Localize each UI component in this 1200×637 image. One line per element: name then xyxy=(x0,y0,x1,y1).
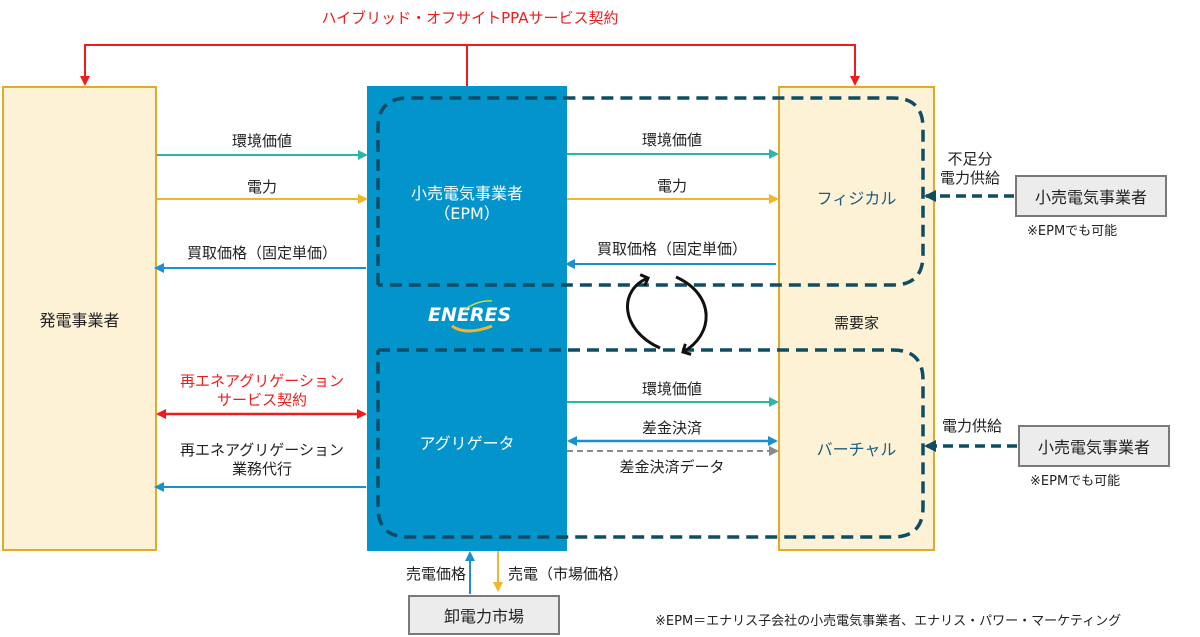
label-re-agg-service-line1: 再エネアグリゲーション xyxy=(180,441,344,459)
retailer-epm-line2: （EPM） xyxy=(434,204,500,223)
retailer-box-bottom: 小売電気事業者 xyxy=(1018,425,1170,467)
generator-label: 発電事業者 xyxy=(39,310,120,330)
label-env-value-right-bottom: 環境価値 xyxy=(641,380,702,398)
retailer-box-bottom-label: 小売電気事業者 xyxy=(1037,438,1150,457)
label-re-agg-contract: 再エネアグリゲーション サービス契約 xyxy=(157,372,367,410)
label-re-agg-contract-line2: サービス契約 xyxy=(216,391,307,409)
physical-label: フィジカル xyxy=(816,189,897,208)
eneres-logo-underswoosh xyxy=(451,324,493,333)
label-sell-price: 売電価格 xyxy=(405,565,466,583)
contract-bracket xyxy=(80,44,860,86)
label-env-value-right-top: 環境価値 xyxy=(641,131,702,149)
retailer-box-top: 小売電気事業者 xyxy=(1015,175,1167,217)
eneres-logo: ENERES xyxy=(428,300,512,333)
retailer-box-top-label: 小売電気事業者 xyxy=(1034,188,1147,207)
generator-box: 発電事業者 xyxy=(2,86,157,551)
label-env-value-left: 環境価値 xyxy=(231,132,292,150)
consumer-box xyxy=(778,86,935,551)
retailer-epm-label: 小売電気事業者 （EPM） xyxy=(367,184,567,224)
wholesale-market-box: 卸電力市場 xyxy=(408,595,560,635)
footnote: ※EPM＝エナリス子会社の小売電気事業者、エナリス・パワー・マーケティング xyxy=(655,614,1122,629)
label-shortage-supply-line2: 電力供給 xyxy=(939,169,1000,187)
virtual-label: バーチャル xyxy=(816,440,897,459)
label-purchase-price-right: 買取価格（固定単価） xyxy=(596,240,747,258)
eneres-logo-text: ENERES xyxy=(428,304,512,326)
eneres-logo-swoosh xyxy=(463,300,493,311)
label-purchase-price-left: 買取価格（固定単価） xyxy=(186,244,337,262)
label-re-agg-service: 再エネアグリゲーション 業務代行 xyxy=(157,441,367,479)
virtual-outline xyxy=(376,348,925,539)
label-power-supply: 電力供給 xyxy=(941,417,1002,435)
cycle-arrow-left xyxy=(625,278,661,350)
ppa-contract-title: ハイブリッド・オフサイトPPAサービス契約 xyxy=(321,9,619,27)
label-shortage-supply-line1: 不足分 xyxy=(947,150,993,168)
consumer-label: 需要家 xyxy=(833,314,879,332)
cycle-arrow-right xyxy=(675,275,708,352)
epm-possible-note-top: ※EPMでも可能 xyxy=(1027,224,1118,239)
epm-possible-note-bottom: ※EPMでも可能 xyxy=(1030,474,1121,489)
wholesale-market-label: 卸電力市場 xyxy=(443,607,524,626)
label-re-agg-contract-line1: 再エネアグリゲーション xyxy=(180,372,344,390)
retailer-epm-line1: 小売電気事業者 xyxy=(410,184,523,203)
label-shortage-supply: 不足分 電力供給 xyxy=(930,150,1010,188)
label-settlement: 差金決済 xyxy=(641,419,702,437)
label-sell-power: 売電（市場価格） xyxy=(508,565,629,583)
aggregator-label: アグリゲータ xyxy=(419,434,515,453)
label-power-left: 電力 xyxy=(246,178,277,196)
label-power-right: 電力 xyxy=(656,177,687,195)
physical-outline xyxy=(376,96,925,287)
eneres-block xyxy=(367,86,567,551)
label-re-agg-service-line2: 業務代行 xyxy=(231,460,292,478)
label-settlement-data: 差金決済データ xyxy=(619,458,725,476)
